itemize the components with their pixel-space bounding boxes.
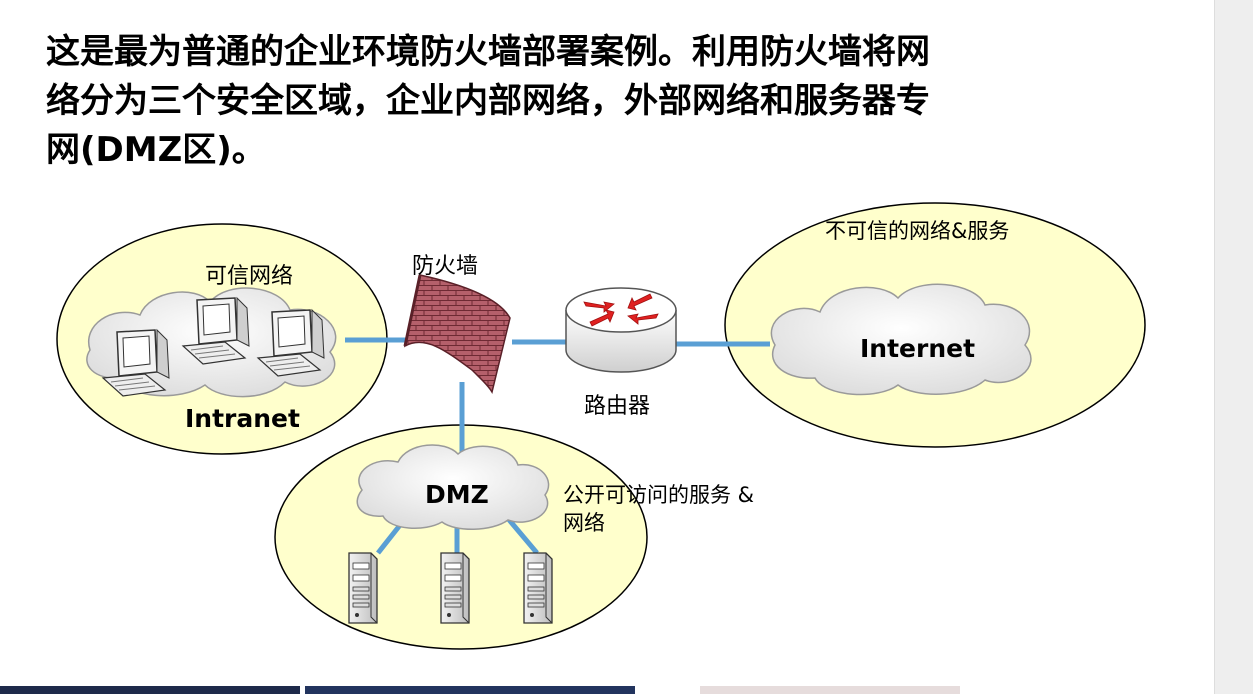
firewall-icon <box>403 274 511 395</box>
slide: 这是最为普通的企业环境防火墙部署案例。利用防火墙将网 络分为三个安全区域，企业内… <box>0 28 1166 694</box>
router-label: 路由器 <box>584 394 650 419</box>
slide-heading: 这是最为普通的企业环境防火墙部署案例。利用防火墙将网 络分为三个安全区域，企业内… <box>46 28 1166 175</box>
heading-line-3: 网(DMZ区)。 <box>46 130 266 170</box>
bottom-image-strip <box>700 686 960 694</box>
intranet-label: Intranet <box>185 404 300 433</box>
computer-icon <box>181 296 250 365</box>
bottom-image-strip <box>0 686 300 694</box>
network-diagram: 可信网络 Intranet 防火墙 路由器 不可信的网络&服务 Internet… <box>56 202 1146 650</box>
internet-label: Internet <box>860 334 975 363</box>
server-icon <box>348 552 378 624</box>
router-icon <box>565 287 677 373</box>
bottom-image-strip <box>305 686 635 694</box>
dmz-label: DMZ <box>425 480 489 509</box>
firewall-label: 防火墙 <box>412 254 478 279</box>
computer-icon <box>256 308 325 377</box>
heading-line-1: 这是最为普通的企业环境防火墙部署案例。利用防火墙将网 <box>46 32 930 72</box>
dmz-description-line-1: 公开可访问的服务 & <box>563 483 754 507</box>
server-icon <box>440 552 470 624</box>
server-icon <box>523 552 553 624</box>
untrusted-zone-label: 不可信的网络&服务 <box>825 219 1009 243</box>
computer-icon <box>101 328 170 397</box>
internet-cloud <box>770 283 1032 396</box>
dmz-cloud <box>356 444 550 530</box>
scrollbar[interactable] <box>1214 0 1253 694</box>
trusted-zone-label: 可信网络 <box>205 264 293 289</box>
dmz-description-line-2: 网络 <box>563 511 605 535</box>
heading-line-2: 络分为三个安全区域，企业内部网络，外部网络和服务器专 <box>46 81 930 121</box>
